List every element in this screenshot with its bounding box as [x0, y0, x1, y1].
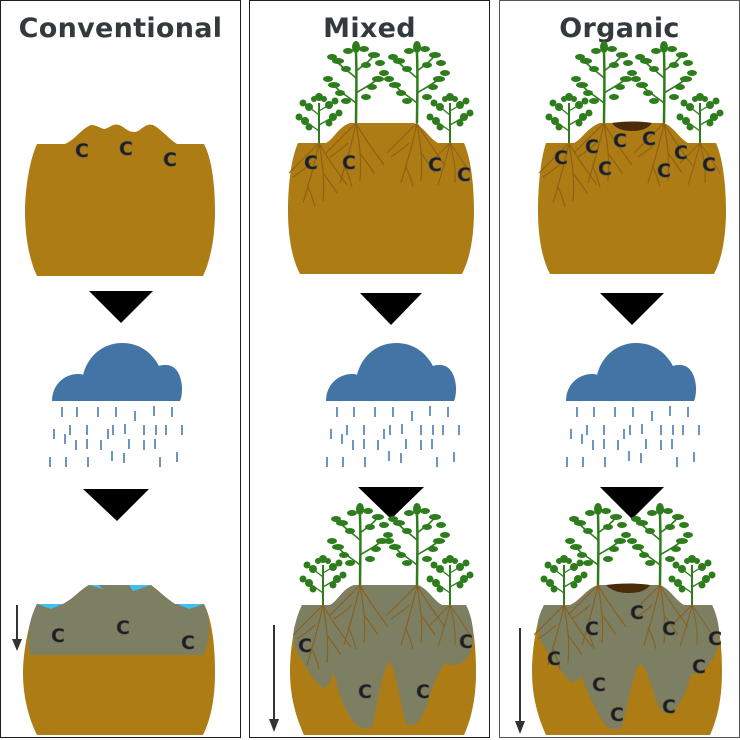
carbon-icon: C: [298, 635, 312, 657]
mulch-layer: [606, 583, 650, 593]
rain-cloud-icon: [326, 343, 460, 467]
carbon-icon: C: [358, 681, 372, 703]
rain-cloud-icon: [566, 343, 700, 467]
carbon-icon: C: [554, 147, 568, 169]
carbon-icon: C: [304, 152, 318, 174]
plant-icon: [667, 554, 717, 606]
carbon-icon: C: [702, 154, 716, 176]
carbon-icon: C: [598, 158, 612, 180]
carbon-icon: C: [342, 152, 356, 174]
mulch-layer: [612, 121, 652, 131]
plant-icon: [675, 92, 725, 144]
plant-icon: [425, 554, 475, 606]
carbon-icon: C: [657, 160, 671, 182]
carbon-icon: C: [116, 617, 130, 639]
down-triangle-icon: [600, 293, 664, 325]
wet-soil-zone: [537, 585, 720, 730]
carbon-icon: C: [674, 142, 688, 164]
depth-arrow-icon: [515, 628, 525, 734]
plant-icon: [539, 554, 589, 606]
soil-block-before: [538, 123, 726, 274]
down-triangle-icon: [600, 487, 664, 519]
carbon-icon: C: [585, 618, 599, 640]
soil-block-before: [25, 124, 215, 276]
carbon-icon: C: [459, 631, 473, 653]
scene-conventional: C C C C C C: [12, 124, 215, 735]
carbon-icon: C: [585, 136, 599, 158]
carbon-icon: C: [416, 681, 430, 703]
carbon-icon: C: [642, 128, 656, 150]
soil-block-before: [288, 123, 474, 274]
down-triangle-icon: [358, 487, 424, 519]
scene-mixed: C C C C C C C C: [269, 39, 476, 735]
carbon-icon: C: [163, 149, 177, 171]
carbon-icon: C: [51, 625, 65, 647]
wet-soil-zone: [293, 585, 474, 729]
carbon-icon: C: [613, 130, 627, 152]
carbon-icon: C: [662, 618, 676, 640]
carbon-icon: C: [547, 648, 561, 670]
carbon-icon: C: [428, 154, 442, 176]
down-triangle-icon: [89, 291, 153, 323]
plant-icon: [325, 501, 395, 587]
surface-water: [37, 585, 204, 609]
panel-organic: Organic: [499, 0, 740, 738]
panel-title: Organic: [559, 13, 680, 44]
plant-icon: [629, 39, 699, 125]
panel-title: Mixed: [323, 13, 416, 44]
panel-conventional: Conventional C C C C C C: [0, 0, 241, 738]
depth-arrow-icon: [269, 625, 279, 732]
carbon-icon: C: [181, 632, 195, 654]
down-triangle-icon: [360, 293, 422, 325]
wet-soil-zone: [28, 585, 210, 655]
plant-icon: [569, 39, 639, 125]
down-triangle-icon: [83, 489, 149, 521]
carbon-icon: C: [630, 602, 644, 624]
scene-organic: C C C C C C C C C C C C: [515, 39, 726, 735]
plant-icon: [425, 92, 475, 144]
plant-icon: [321, 39, 391, 125]
carbon-icon: C: [662, 696, 676, 718]
panel-title: Conventional: [18, 13, 223, 44]
plant-icon: [563, 501, 633, 587]
carbon-icon: C: [610, 704, 624, 726]
carbon-icon: C: [75, 140, 89, 162]
carbon-icon: C: [457, 164, 471, 186]
carbon-icon: C: [708, 628, 722, 650]
carbon-icon: C: [692, 656, 706, 678]
panel-mixed: Mixed: [249, 0, 490, 738]
carbon-icon: C: [592, 674, 606, 696]
carbon-icon: C: [119, 138, 133, 160]
rain-cloud-icon: [49, 343, 183, 467]
depth-arrow-icon: [12, 605, 22, 651]
